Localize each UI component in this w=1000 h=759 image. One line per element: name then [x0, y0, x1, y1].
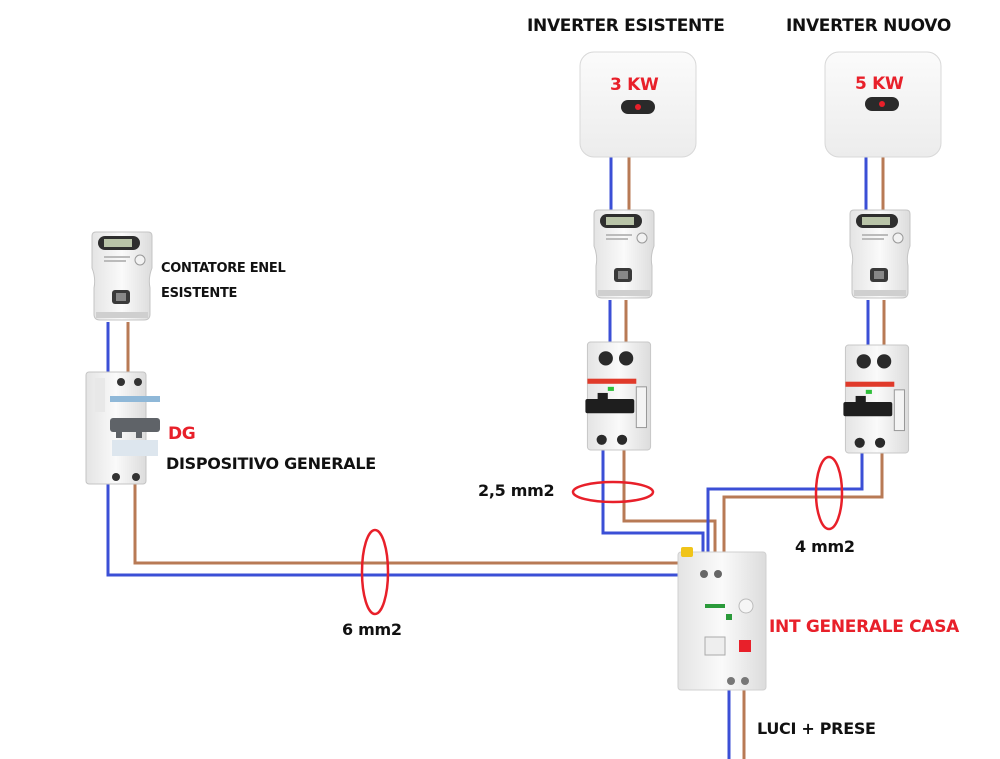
meter-enel-label-line2: ESISTENTE — [161, 286, 238, 301]
cable-marker-6mm2 — [360, 528, 390, 616]
load-label: LUCI + PRESE — [757, 719, 876, 738]
cable-label-6mm2: 6 mm2 — [342, 620, 402, 639]
inverter-existing — [579, 51, 697, 158]
house-main-breaker — [677, 547, 767, 691]
inverter-existing-power: 3 KW — [610, 75, 659, 95]
cable-label-2-5mm2: 2,5 mm2 — [478, 481, 555, 500]
inverter-new-power: 5 KW — [855, 74, 904, 94]
cable-marker-4mm2 — [814, 455, 844, 531]
inverter-existing-title: INVERTER ESISTENTE — [527, 16, 725, 36]
meter-enel-label-line1: CONTATORE ENEL — [161, 261, 286, 276]
breaker-inverter-existing — [584, 341, 652, 451]
inverter-new — [824, 51, 942, 158]
cable-label-4mm2: 4 mm2 — [795, 537, 855, 556]
inverter-new-title: INVERTER NUOVO — [786, 16, 952, 36]
wire-neutral-breaker2-house — [706, 450, 864, 572]
dg-main-breaker — [85, 371, 160, 485]
wire-phase-breaker2-house — [722, 450, 884, 572]
meter-enel-existing — [91, 231, 153, 321]
wire-neutral-dg-house — [106, 480, 706, 577]
cable-markers — [360, 455, 844, 616]
breaker-inverter-new — [842, 344, 910, 454]
wire-phase-dg-house — [133, 476, 717, 570]
dg-full-label: DISPOSITIVO GENERALE — [166, 454, 376, 473]
meter-inverter-existing — [593, 209, 655, 299]
cable-marker-2-5mm2 — [571, 480, 655, 504]
house-main-label: INT GENERALE CASA — [769, 617, 960, 637]
dg-short-label: DG — [168, 424, 196, 444]
meter-inverter-new — [849, 209, 911, 299]
